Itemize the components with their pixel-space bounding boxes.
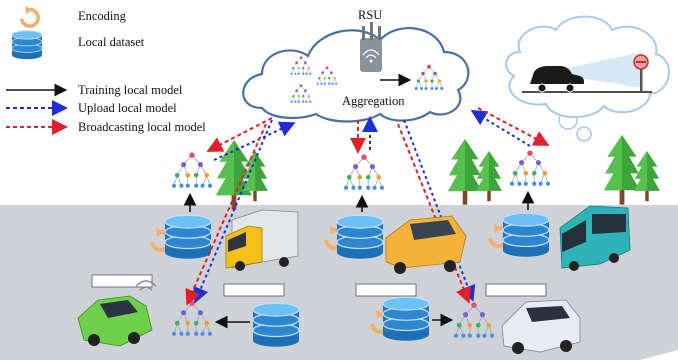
legend-label-encoding: Encoding xyxy=(78,9,126,23)
legend-item-upload: Upload local model xyxy=(4,98,234,120)
legend-label-broadcasting: Broadcasting local model xyxy=(78,120,206,134)
legend-item-training: Training local model xyxy=(4,80,234,102)
upload-arrows xyxy=(193,109,531,304)
legend-item-local-dataset: Local dataset xyxy=(4,32,234,54)
database-icon xyxy=(502,212,550,258)
legend-label-local-dataset: Local dataset xyxy=(78,35,145,49)
neural-network-icon xyxy=(343,154,385,191)
car-icon xyxy=(77,280,157,347)
legend-label-training: Training local model xyxy=(78,83,183,97)
car-icon xyxy=(385,215,467,274)
rsu-label: RSU xyxy=(358,8,383,22)
neural-network-icon xyxy=(171,152,213,189)
car-icon xyxy=(501,299,581,354)
rsu-antenna-icon xyxy=(360,22,382,72)
database-icon xyxy=(382,296,430,342)
legend-icons xyxy=(6,6,68,135)
database-icon xyxy=(336,214,384,260)
tree-icon xyxy=(448,139,482,205)
legend-item-encoding: Encoding xyxy=(4,6,234,28)
legend-label-upload: Upload local model xyxy=(78,101,177,115)
tree-icon xyxy=(604,135,640,205)
truck-icon xyxy=(225,209,299,271)
rsu-cloud xyxy=(242,22,470,123)
thought-cloud-icon xyxy=(505,15,670,142)
tree-icon xyxy=(476,151,502,202)
aggregation-label: Aggregation xyxy=(342,94,405,108)
lane-markings xyxy=(91,274,547,297)
database-icon xyxy=(164,214,212,260)
bus-icon xyxy=(559,205,631,271)
legend: Encoding Local dataset Training local mo… xyxy=(4,2,234,142)
broadcast-arrows xyxy=(185,107,550,306)
tree-icon xyxy=(634,151,660,202)
trees xyxy=(216,135,660,210)
training-arrows xyxy=(183,190,535,329)
database-icon xyxy=(252,302,300,348)
neural-network-icon xyxy=(509,150,551,187)
legend-item-broadcasting: Broadcasting local model xyxy=(4,117,234,139)
